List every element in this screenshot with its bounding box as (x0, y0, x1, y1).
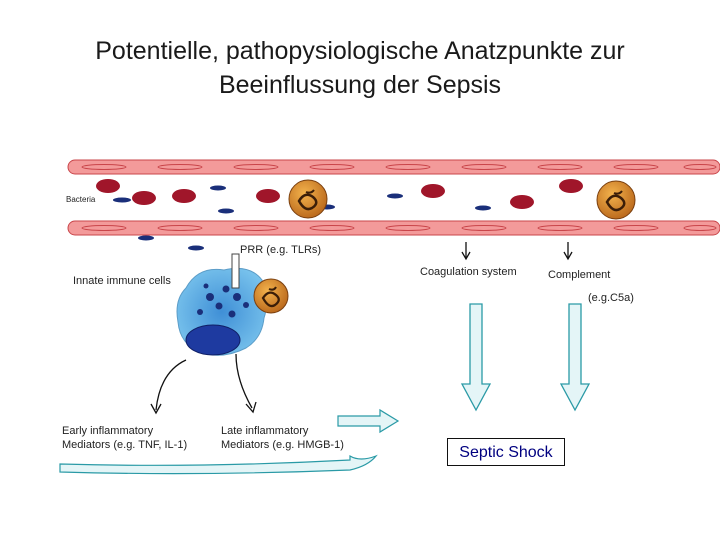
complement-label: Complement (548, 269, 611, 281)
complement-input-arrow (563, 242, 573, 261)
granule (206, 293, 214, 301)
red-blood-cell (421, 184, 445, 198)
macrophage-left (288, 179, 328, 219)
granule (228, 310, 236, 318)
red-blood-cell (559, 179, 583, 193)
bacterium (210, 185, 226, 191)
bacterium (387, 193, 403, 199)
vessel-bottom-wall (67, 220, 720, 236)
bacterium (138, 235, 154, 241)
red-blood-cells (96, 179, 583, 209)
nucleus (185, 324, 241, 356)
red-blood-cell (510, 195, 534, 209)
complement-arrow (559, 303, 591, 412)
granule (243, 302, 249, 308)
prr-label: PRR (e.g. TLRs) (240, 244, 322, 256)
title-line-2: Beeinflussung der Sepsis (218, 71, 502, 99)
granule (233, 293, 241, 301)
bacteria-label: Bacteria (66, 195, 96, 204)
timeline-arrow (59, 454, 378, 475)
granule (203, 283, 209, 289)
septic-shock-box: Septic Shock (447, 438, 565, 466)
late-phase-arrow (337, 408, 400, 434)
coagulation-input-arrow (461, 242, 471, 261)
c5a-label: (e.g.C5a) (588, 292, 634, 304)
red-blood-cell (172, 189, 196, 203)
vessel-top-wall (67, 159, 720, 175)
late-mediator-arrow (235, 353, 257, 414)
red-blood-cell (256, 189, 280, 203)
early-mediators-line-1: Early inflammatory (62, 425, 154, 437)
innate-immune-cells-label: Innate immune cells (73, 275, 171, 287)
red-blood-cell (132, 191, 156, 205)
title-line-1: Potentielle, pathopysiologische Anatzpun… (95, 37, 625, 65)
granule (197, 309, 203, 315)
red-blood-cell (96, 179, 120, 193)
late-mediators-line-2: Mediators (e.g. HMGB-1) (221, 439, 344, 451)
macrophage-right (596, 180, 636, 220)
bacterium (113, 197, 131, 203)
late-mediators-line-1: Late inflammatory (221, 425, 309, 437)
granule (215, 302, 223, 310)
early-mediator-arrow (150, 359, 187, 415)
granule (222, 285, 230, 293)
bacterium (475, 205, 491, 211)
late-mediators-label: Late inflammatory Mediators (e.g. HMGB-1… (221, 424, 344, 452)
macrophage-attached (253, 278, 289, 314)
early-mediators-label: Early inflammatory Mediators (e.g. TNF, … (62, 424, 187, 452)
slide-title: Potentielle, pathopysiologische Anatzpun… (0, 34, 720, 102)
bacterium (218, 208, 234, 214)
early-mediators-line-2: Mediators (e.g. TNF, IL-1) (62, 439, 188, 451)
prr-receptor (231, 253, 240, 289)
coagulation-arrow (460, 303, 492, 412)
bacteria (138, 185, 491, 251)
innate-immune-cell (176, 267, 268, 356)
coagulation-label: Coagulation system (420, 266, 517, 278)
bacterium (188, 245, 204, 251)
